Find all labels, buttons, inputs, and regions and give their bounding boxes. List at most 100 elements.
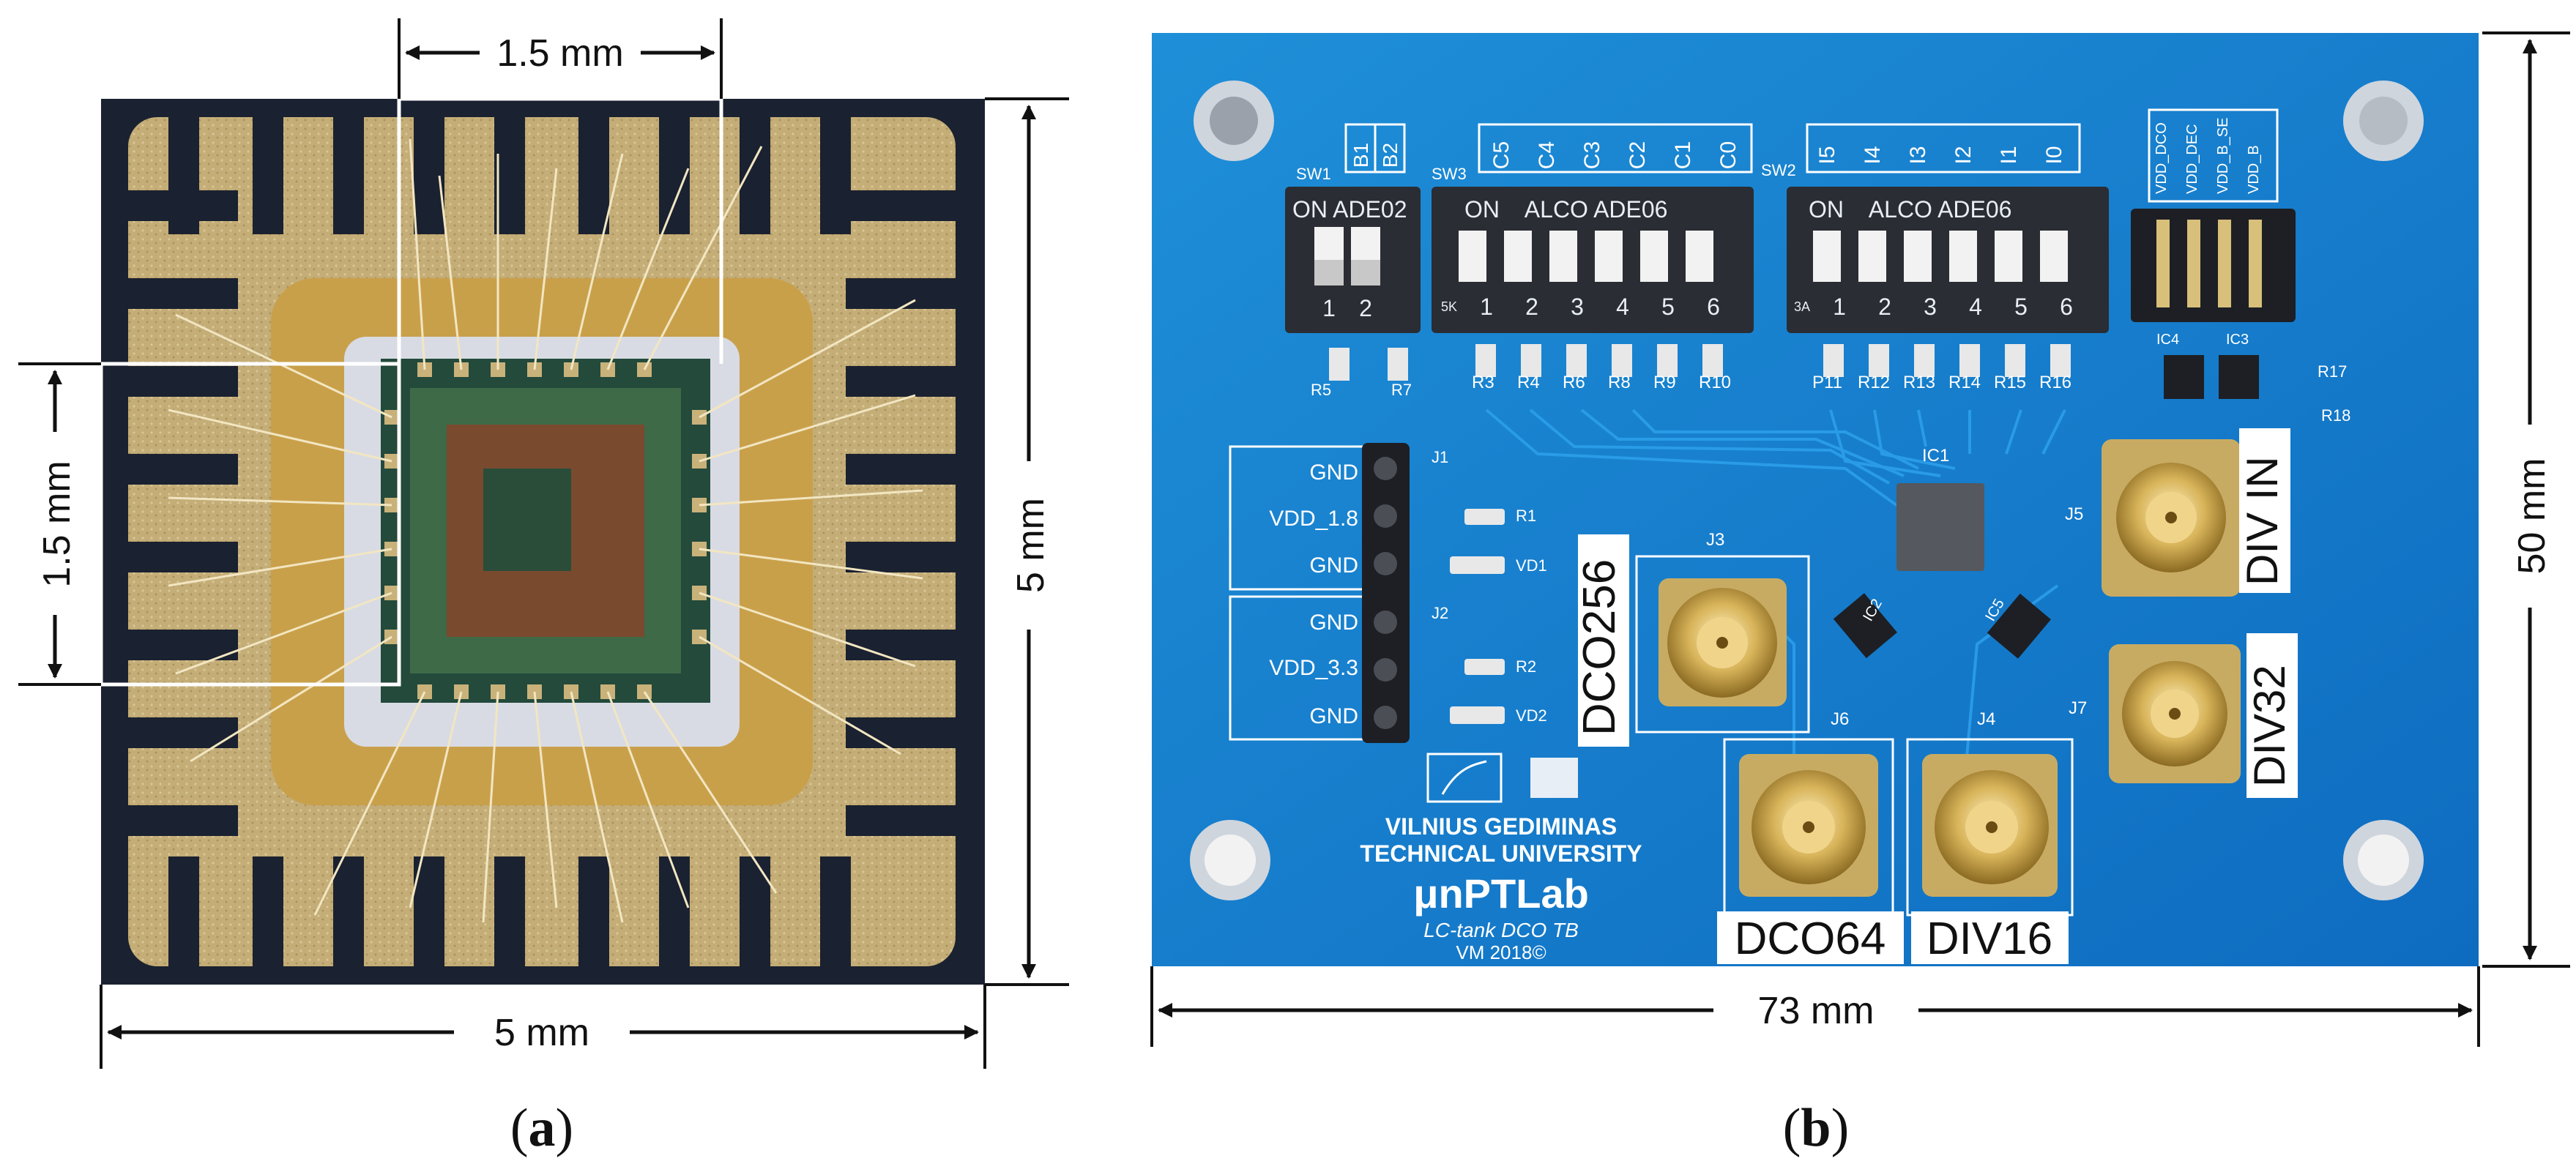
dip-switch-sw3: C5 C4 C3 C2 C1 C0 SW3 ON ALCO ADE06 5K 1…	[1432, 123, 1754, 333]
sw2-brand: ON ALCO ADE06	[1809, 196, 2011, 223]
sw3-num-1: 1	[1480, 294, 1493, 320]
j1-ref: J1	[1432, 448, 1448, 466]
j1-pin-1: GND	[1309, 460, 1358, 485]
chip-photo	[99, 22, 985, 985]
sw3-header-c5: C5	[1489, 141, 1514, 169]
logo-leaf-icon	[1441, 760, 1487, 795]
pcb-photo: B1 B2 SW1 ON ADE02 1 2 C5 C4 C3 C2 C1 C0…	[1152, 33, 2479, 966]
res-r7: R7	[1391, 381, 1412, 399]
j5-label: DIV IN	[2238, 456, 2287, 586]
bond-wires	[168, 138, 923, 923]
svg-text:(a): (a)	[510, 1098, 573, 1158]
sw3-num-2: 2	[1525, 294, 1538, 320]
dim-top-label: 1.5 mm	[496, 32, 623, 75]
sw2-num-3: 3	[1924, 294, 1937, 320]
header-label-3: VDD_B_SE	[2215, 118, 2231, 195]
j2-ref: J2	[1432, 604, 1448, 622]
sw2-num-4: 4	[1969, 294, 1982, 320]
sw1-ref: SW1	[1296, 165, 1331, 183]
header-label-2: VDD_DEC	[2184, 124, 2200, 194]
res-r15: R15	[1994, 373, 2026, 392]
sw3-ref: SW3	[1432, 165, 1467, 183]
sw2-num-6: 6	[2060, 294, 2073, 320]
j6-label: DCO64	[1735, 914, 1886, 964]
pin-strip	[1362, 443, 1505, 743]
j3-ref: J3	[1706, 530, 1724, 550]
caption-b-open: (	[1783, 1098, 1801, 1158]
power-header-j1: GND VDD_1.8 GND J1 R1 VD1	[1229, 445, 1547, 591]
sw1-num-2: 2	[1359, 295, 1372, 321]
sma-j7: J7 DIV32	[2069, 633, 2298, 798]
j6-ref: J6	[1831, 709, 1849, 729]
sw3-header-c4: C4	[1535, 141, 1559, 169]
sw1-brand: ON ADE02	[1292, 196, 1407, 223]
ic-ic3: IC3	[2226, 332, 2249, 348]
sw3-num-5: 5	[1661, 294, 1675, 320]
sma-j5: J5 DIV IN	[2065, 428, 2290, 597]
dim-left-label: 1.5 mm	[36, 460, 78, 587]
j1-pin-2: VDD_1.8	[1269, 507, 1358, 531]
university-line-2: TECHNICAL UNIVERSITY	[1360, 840, 1642, 867]
j2-pin-3: GND	[1309, 704, 1358, 728]
res-r14: R14	[1948, 373, 1981, 392]
sw2-num-1: 1	[1833, 294, 1846, 320]
j7-label: DIV32	[2245, 665, 2294, 787]
dimension-lines-a	[18, 18, 1069, 1069]
res-p11: P11	[1812, 373, 1842, 392]
j2-r2: R2	[1516, 657, 1536, 676]
sw3-num-4: 4	[1616, 294, 1629, 320]
caption-a-close: )	[556, 1098, 574, 1158]
sw1-num-1: 1	[1322, 295, 1336, 321]
lead-gaps	[128, 117, 956, 966]
sw2-header-i2: I2	[1951, 146, 1976, 164]
j4-label: DIV16	[1927, 914, 2052, 964]
j5-ref: J5	[2065, 504, 2083, 524]
header-label-4: VDD_B	[2246, 145, 2262, 194]
caption-a-letter: a	[529, 1098, 556, 1158]
sw3-header-c3: C3	[1580, 141, 1604, 169]
ic-ic1: IC1	[1922, 446, 1949, 466]
sw3-num-3: 3	[1571, 294, 1584, 320]
sw2-num-2: 2	[1878, 294, 1891, 320]
caption-b: (b)	[1783, 1098, 1849, 1158]
j4-ref: J4	[1977, 709, 1995, 729]
dim-bottom-label: 5 mm	[494, 1012, 589, 1054]
dip-switch-sw2: I5 I4 I3 I2 I1 I0 SW2 ON ALCO ADE06 3A 1…	[1761, 123, 2109, 333]
j2-pin-1: GND	[1309, 611, 1358, 635]
sw3-header-c2: C2	[1626, 141, 1650, 169]
dim-right-label: 5 mm	[1010, 498, 1052, 593]
sw3-header-c0: C0	[1716, 141, 1741, 169]
sma-j6: J6 DCO64	[1717, 709, 1904, 964]
j1-pin-3: GND	[1309, 553, 1358, 578]
header-label-1: VDD_DCO	[2154, 122, 2170, 194]
lab-name: μnPTLab	[1413, 870, 1589, 917]
board-rev: VM 2018©	[1456, 941, 1546, 963]
sw2-header-i0: I0	[2042, 146, 2066, 164]
dim-b-bottom-label: 73 mm	[1758, 990, 1875, 1032]
sw3-sk: 5K	[1441, 299, 1457, 314]
j2-pin-2: VDD_3.3	[1269, 656, 1358, 680]
j1-r1: R1	[1516, 507, 1536, 525]
res-r5: R5	[1311, 381, 1331, 399]
sw1-header-b1: B1	[1350, 143, 1372, 168]
res-r4: R4	[1517, 373, 1540, 392]
dim-b-right-label: 50 mm	[2511, 458, 2553, 575]
sw2-sk: 3A	[1794, 299, 1810, 314]
university-logo	[1426, 753, 1503, 803]
res-r12: R12	[1858, 373, 1890, 392]
res-r10: R10	[1699, 373, 1731, 392]
resistor-row: R5 R7 R3 R4 R6 R8 R9 R10 P11 R12 R13 R14…	[1311, 344, 2071, 399]
logo-square-icon	[1530, 758, 1578, 798]
j3-label: DCO256	[1574, 559, 1625, 736]
sw2-header-i5: I5	[1815, 146, 1839, 164]
ic-r17: R17	[2318, 362, 2347, 381]
sw2-header-i1: I1	[1997, 146, 2021, 164]
sw2-header-i3: I3	[1906, 146, 1930, 164]
j1-vd1: VD1	[1516, 556, 1547, 575]
jumper-header: VDD_DCO VDD_DEC VDD_B_SE VDD_B	[2131, 108, 2296, 322]
sw3-brand: ON ALCO ADE06	[1464, 196, 1667, 223]
sw2-num-5: 5	[2014, 294, 2028, 320]
j7-ref: J7	[2069, 698, 2087, 718]
caption-a: (a)	[510, 1098, 573, 1158]
